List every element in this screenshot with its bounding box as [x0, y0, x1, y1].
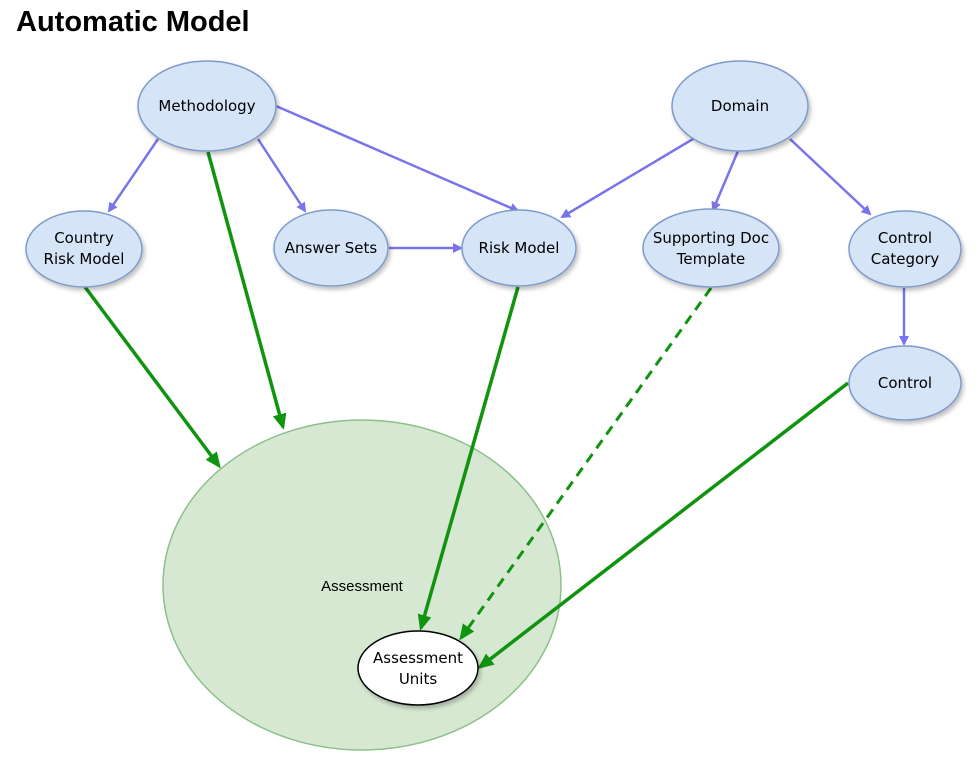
edge-methodology-country-risk-model — [107, 138, 160, 213]
blue-relations — [107, 104, 909, 346]
node-supporting-doc-template-shape — [642, 208, 780, 288]
node-control-shape — [848, 345, 962, 421]
node-assessment-units-label-line1: Assessment — [373, 649, 463, 667]
edge-domain-control-category — [789, 138, 872, 216]
node-risk-model-shape — [461, 209, 577, 287]
edge-country-risk-model-assessment — [83, 285, 221, 469]
node-country-risk-model-shape — [25, 210, 143, 288]
node-methodology-label: Methodology — [158, 97, 255, 115]
node-control-category-label-line1: Control — [878, 229, 932, 247]
edge-domain-supporting-doc-template — [711, 150, 740, 212]
node-answer-sets-shape — [273, 209, 389, 287]
edge-methodology-assessment — [206, 151, 287, 430]
node-answer-sets[interactable]: Answer Sets — [273, 209, 389, 287]
node-answer-sets-label: Answer Sets — [285, 239, 378, 257]
node-assessment-units[interactable]: Assessment Units — [357, 630, 479, 706]
node-country-risk-model-label-line1: Country — [54, 229, 114, 247]
node-country-risk-model-label-line2: Risk Model — [44, 250, 125, 268]
edge-methodology-risk-model — [275, 104, 520, 213]
node-assessment-units-shape — [357, 630, 479, 706]
node-assessment-units-label-line2: Units — [399, 670, 438, 688]
assessment-label: Assessment — [321, 578, 404, 595]
edge-control-assessment-units — [477, 381, 850, 669]
node-control-category-label-line2: Category — [871, 250, 940, 268]
edge-supporting-doc-assessment-units — [459, 287, 713, 641]
node-risk-model[interactable]: Risk Model — [461, 209, 577, 287]
diagram-title: Automatic Model — [16, 6, 250, 38]
node-methodology[interactable]: Methodology — [137, 60, 277, 152]
node-supporting-doc-template-label-line1: Supporting Doc — [653, 229, 769, 247]
node-country-risk-model[interactable]: Country Risk Model — [25, 210, 143, 288]
node-control-label: Control — [878, 374, 932, 392]
node-supporting-doc-template-label-line2: Template — [676, 250, 745, 268]
node-methodology-shape — [137, 60, 277, 152]
node-risk-model-label: Risk Model — [479, 239, 560, 257]
node-supporting-doc-template[interactable]: Supporting Doc Template — [642, 208, 780, 288]
edge-risk-model-assessment-units — [417, 286, 520, 631]
node-control-category[interactable]: Control Category — [848, 210, 962, 288]
node-domain-shape — [671, 60, 809, 152]
assessment-container[interactable]: Assessment — [162, 419, 562, 751]
edge-methodology-answer-sets — [256, 138, 307, 213]
green-relations — [83, 151, 850, 669]
node-domain-label: Domain — [711, 97, 769, 115]
edge-domain-risk-model — [560, 137, 694, 219]
node-control[interactable]: Control — [848, 345, 962, 421]
node-domain[interactable]: Domain — [671, 60, 809, 152]
node-control-category-shape — [848, 210, 962, 288]
